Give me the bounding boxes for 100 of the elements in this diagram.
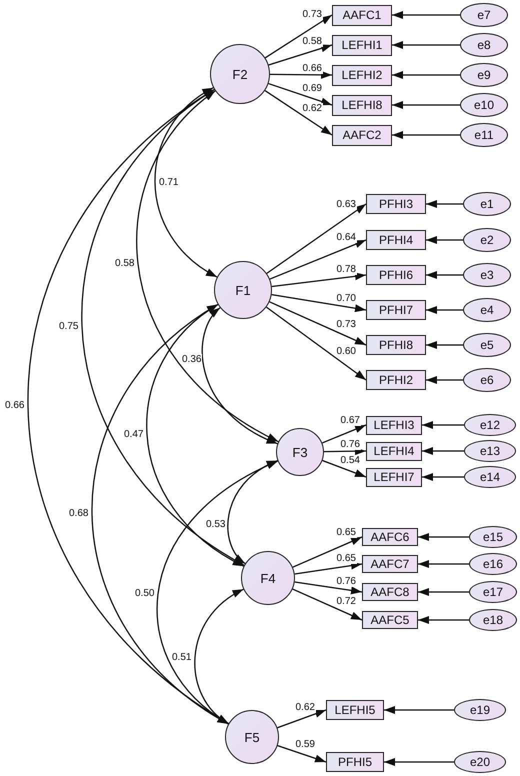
loading-label: 0.72 <box>336 596 357 608</box>
error-term-name: e1 <box>480 198 494 210</box>
error-term-ellipse <box>463 333 511 357</box>
indicator-name: PFHI7 <box>378 304 413 316</box>
error-arrow <box>422 473 464 481</box>
indicator-box <box>366 300 426 320</box>
indicator-name: AAFC2 <box>342 129 382 141</box>
error-term-name: e17 <box>482 586 504 598</box>
indicator-box <box>366 335 426 355</box>
error-arrow <box>384 706 454 714</box>
error-arrow <box>426 306 463 314</box>
path-arrow <box>292 536 362 568</box>
indicator-name: AAFC6 <box>370 531 410 543</box>
indicator-name: LEFHI3 <box>374 419 414 431</box>
indicator-name: PFHI8 <box>378 339 413 351</box>
correlation-label: 0.50 <box>134 588 156 600</box>
error-arrow <box>426 200 463 208</box>
correlation-label: 0.66 <box>4 400 26 412</box>
error-term-ellipse <box>469 526 517 548</box>
path-arrow <box>322 460 366 478</box>
indicator-name: PFHI4 <box>378 234 413 246</box>
loading-label: 0.70 <box>336 293 357 304</box>
loading-label: 0.54 <box>340 454 361 466</box>
error-term-name: e20 <box>470 756 490 768</box>
error-term-name: e6 <box>480 374 494 386</box>
indicator-box <box>362 555 418 573</box>
path-arrow <box>322 424 366 444</box>
path-arrow <box>294 562 362 575</box>
path-arrow <box>270 239 366 280</box>
path-arrow <box>269 301 366 346</box>
factor-name: F5 <box>244 730 260 744</box>
covariance-arrow <box>146 304 244 567</box>
error-arrow <box>418 560 469 568</box>
indicator-box <box>332 124 392 146</box>
loading-label: 0.76 <box>340 439 361 450</box>
error-arrow <box>422 447 464 455</box>
path-arrow <box>268 82 332 106</box>
error-term-name: e8 <box>477 39 491 51</box>
error-term-ellipse <box>463 192 511 216</box>
latent-factor-circle <box>276 428 324 476</box>
covariance-arrow <box>81 89 245 566</box>
error-term-name: e9 <box>477 69 491 81</box>
loading-label: 0.73 <box>336 319 357 330</box>
covariance-arrow <box>91 304 229 725</box>
correlation-label: 0.51 <box>171 652 192 663</box>
error-term-ellipse <box>460 123 508 147</box>
error-term-name: e10 <box>474 99 494 111</box>
error-term-ellipse <box>464 414 516 436</box>
error-arrow <box>392 131 460 139</box>
error-term-ellipse <box>463 228 511 252</box>
indicator-box <box>366 416 422 434</box>
path-arrow <box>294 581 362 594</box>
correlation-label: 0.53 <box>205 518 226 530</box>
error-term-ellipse <box>454 751 506 773</box>
error-term-name: e14 <box>480 471 500 483</box>
error-term-name: e18 <box>482 614 504 626</box>
indicator-box <box>326 752 384 772</box>
error-arrow <box>392 71 460 79</box>
loading-label: 0.69 <box>302 82 323 94</box>
path-arrow <box>264 90 332 136</box>
indicator-name: AAFC5 <box>370 614 410 626</box>
covariance-arrow <box>156 460 278 724</box>
error-term-ellipse <box>460 3 508 27</box>
loading-label: 0.65 <box>336 552 357 564</box>
loading-label: 0.64 <box>336 232 357 243</box>
factor-name: F2 <box>232 68 248 80</box>
error-term-name: e16 <box>482 558 504 570</box>
loading-label: 0.65 <box>336 527 357 538</box>
correlation-label: 0.75 <box>58 320 80 332</box>
error-arrow <box>384 758 454 766</box>
error-arrow <box>426 341 463 349</box>
error-term-name: e12 <box>480 419 500 431</box>
indicator-name: AAFC1 <box>342 9 382 21</box>
error-arrow <box>426 236 463 244</box>
factor-name: F1 <box>235 284 251 296</box>
error-term-name: e4 <box>480 304 494 316</box>
error-term-name: e3 <box>480 269 494 281</box>
indicator-box <box>332 64 392 86</box>
error-arrow <box>422 421 464 429</box>
error-term-name: e13 <box>480 445 500 457</box>
loading-label: 0.78 <box>336 264 357 276</box>
covariance-arrow <box>194 588 244 724</box>
error-term-ellipse <box>464 466 516 488</box>
correlation-label: 0.58 <box>114 258 136 270</box>
path-arrow <box>277 709 326 728</box>
error-term-ellipse <box>463 368 511 392</box>
indicator-name: LEFHI5 <box>334 704 376 716</box>
latent-factor-circle <box>225 710 279 764</box>
covariance-arrow <box>154 87 218 278</box>
loading-label: 0.59 <box>294 739 316 750</box>
loading-label: 0.67 <box>340 415 361 426</box>
indicator-box <box>362 611 418 629</box>
loading-label: 0.58 <box>302 36 323 47</box>
error-arrow <box>426 271 463 279</box>
loading-label: 0.60 <box>336 346 357 357</box>
covariance-arrow <box>136 90 279 442</box>
indicator-name: LEFHI8 <box>342 99 382 111</box>
loading-label: 0.63 <box>336 198 357 210</box>
indicator-name: LEFHI2 <box>342 69 382 81</box>
indicator-name: PFHI6 <box>378 269 413 281</box>
